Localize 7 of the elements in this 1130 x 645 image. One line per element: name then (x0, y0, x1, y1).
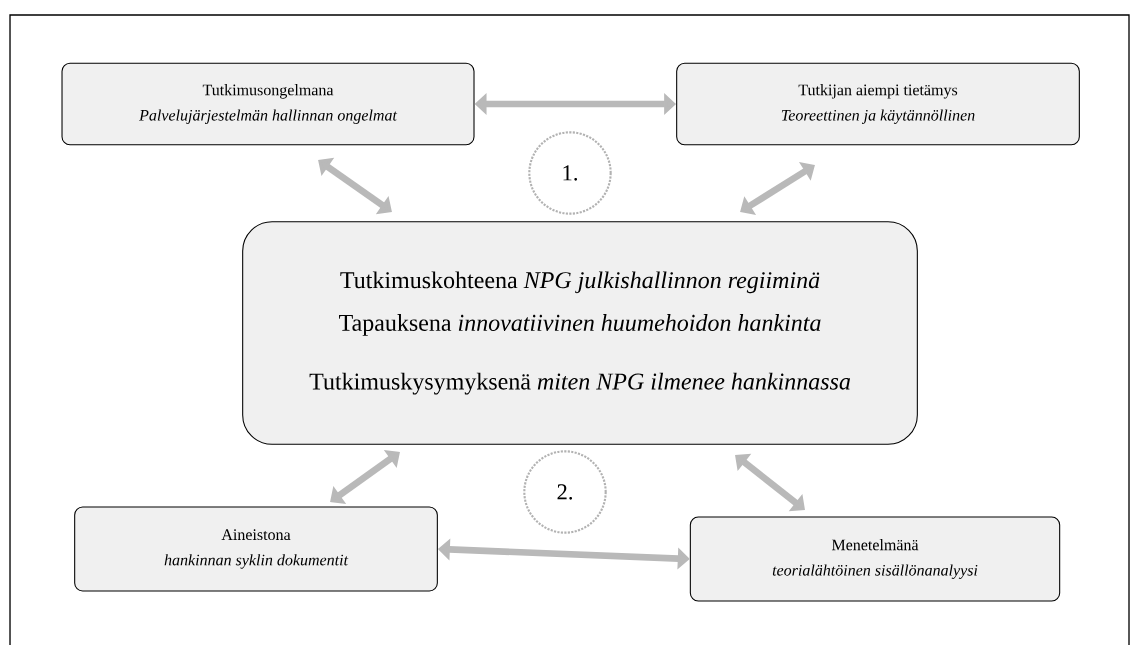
double-arrow (330, 449, 400, 504)
central-box: Tutkimuskohteena NPG julkishallinnon regiiminä Tapauksena innovatiivinen huumehoidon hankinta Tutkimuskysymyksenä miten NPG ilmenee hankinnassa (242, 221, 918, 445)
text-box: Tutkimusongelmana Palvelujärjestelmän hallinnan ongelmat (61, 62, 475, 146)
text-box: Tutkijan aiempi tietämys Teoreettinen ja käytännöllinen (676, 62, 1080, 146)
text-box: Menetelmänä teorialähtöinen sisällönanalyysi (689, 516, 1061, 602)
double-arrow (740, 162, 815, 215)
text-box: Aineistona hankinnan syklin dokumentit (74, 506, 438, 592)
